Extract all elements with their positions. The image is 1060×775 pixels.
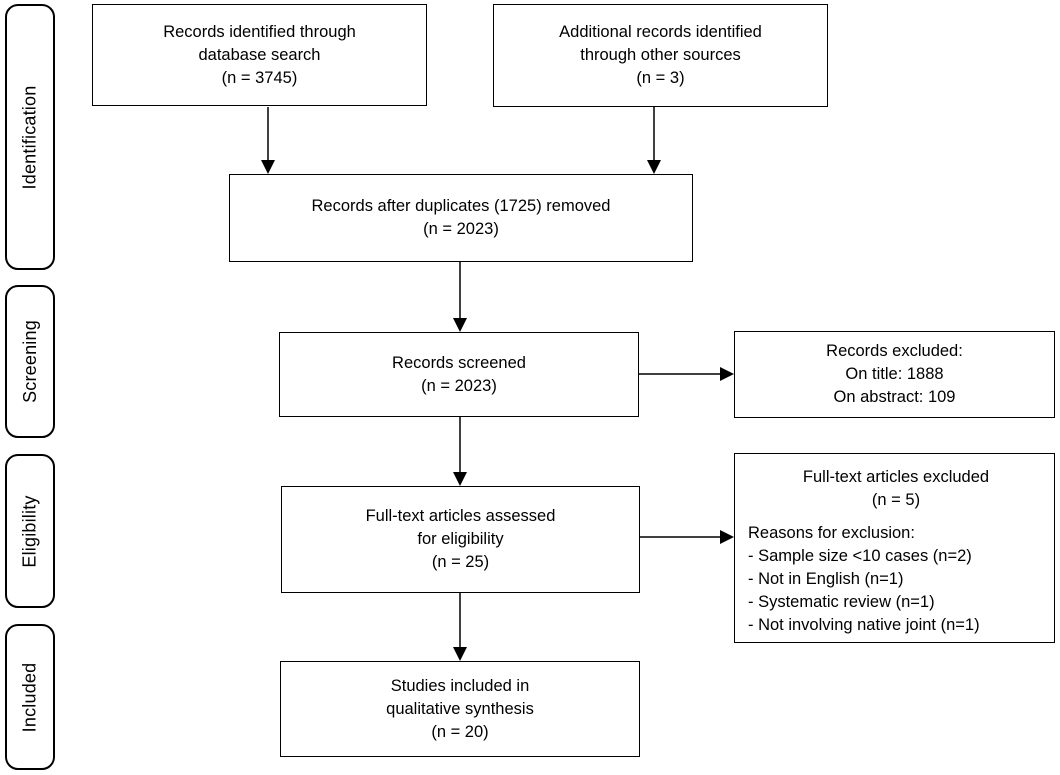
- arrow-duplicates-to-screened: [453, 262, 467, 332]
- arrow-identified-to-duplicates: [261, 107, 275, 174]
- box-text-line: Records after duplicates (1725) removed: [311, 197, 611, 215]
- box-text-line: Full-text articles excluded: [802, 468, 990, 486]
- arrow-fulltext-to-fulltext-excluded: [640, 530, 734, 544]
- box-text-line: Records identified through: [163, 22, 356, 41]
- box-records-excluded: Records excluded: On title: 1888 On abst…: [734, 331, 1055, 418]
- box-text-line: Records excluded:: [826, 342, 963, 360]
- box-text-line: qualitative synthesis: [386, 699, 534, 718]
- box-text-line: Full-text articles assessed: [365, 507, 556, 525]
- box-text-line: (n = 25): [431, 553, 490, 571]
- reasons-title: Reasons for exclusion:: [748, 524, 915, 542]
- stage-label-text: Screening: [19, 320, 40, 403]
- stage-label-screening: Screening: [5, 285, 55, 438]
- reason-item: - Not involving native joint (n=1): [748, 616, 980, 634]
- stage-label-included: Included: [5, 624, 55, 770]
- fulltext-excluded-reasons: Reasons for exclusion: - Sample size <10…: [748, 522, 1044, 637]
- box-fulltext-assessed: Full-text articles assessed for eligibil…: [281, 486, 640, 593]
- box-text-line: for eligibility: [417, 530, 504, 548]
- box-records-screened: Records screened (n = 2023): [279, 332, 639, 417]
- reason-item: - Systematic review (n=1): [748, 593, 935, 611]
- box-text-line: (n = 2023): [423, 220, 499, 238]
- box-studies-included: Studies included in qualitative synthesi…: [280, 661, 640, 757]
- stage-label-eligibility: Eligibility: [5, 454, 55, 608]
- arrow-screened-to-records-excluded: [639, 367, 734, 381]
- box-fulltext-excluded: Full-text articles excluded (n = 5) Reas…: [734, 453, 1055, 643]
- box-text-line: (n = 2023): [421, 376, 497, 395]
- arrow-screened-to-fulltext: [453, 417, 467, 486]
- box-additional-records: Additional records identified through ot…: [493, 4, 828, 107]
- box-text-line: Records screened: [392, 353, 526, 372]
- box-text-line: On title: 1888: [845, 365, 944, 383]
- reason-item: - Not in English (n=1): [748, 570, 904, 588]
- box-text-line: Additional records identified: [559, 23, 762, 41]
- box-text-line: Studies included in: [390, 676, 530, 695]
- box-text-line: On abstract: 109: [833, 388, 956, 406]
- reason-item: - Sample size <10 cases (n=2): [748, 547, 972, 565]
- fulltext-excluded-header: Full-text articles excluded (n = 5): [748, 466, 1044, 512]
- stage-label-text: Included: [19, 662, 40, 732]
- arrow-additional-to-duplicates: [647, 107, 661, 174]
- box-text-line: (n = 5): [871, 491, 921, 509]
- box-text-line: through other sources: [580, 46, 741, 64]
- box-text-line: (n = 3745): [221, 68, 298, 87]
- stage-label-identification: Identification: [5, 4, 55, 270]
- arrow-fulltext-to-included: [453, 593, 467, 661]
- stage-label-text: Identification: [19, 85, 40, 189]
- box-records-identified: Records identified through database sear…: [92, 4, 427, 106]
- box-duplicates-removed: Records after duplicates (1725) removed …: [229, 174, 693, 262]
- box-text-line: database search: [198, 45, 321, 64]
- stage-label-text: Eligibility: [19, 494, 40, 568]
- box-text-line: (n = 20): [431, 722, 489, 741]
- box-text-line: (n = 3): [636, 69, 685, 87]
